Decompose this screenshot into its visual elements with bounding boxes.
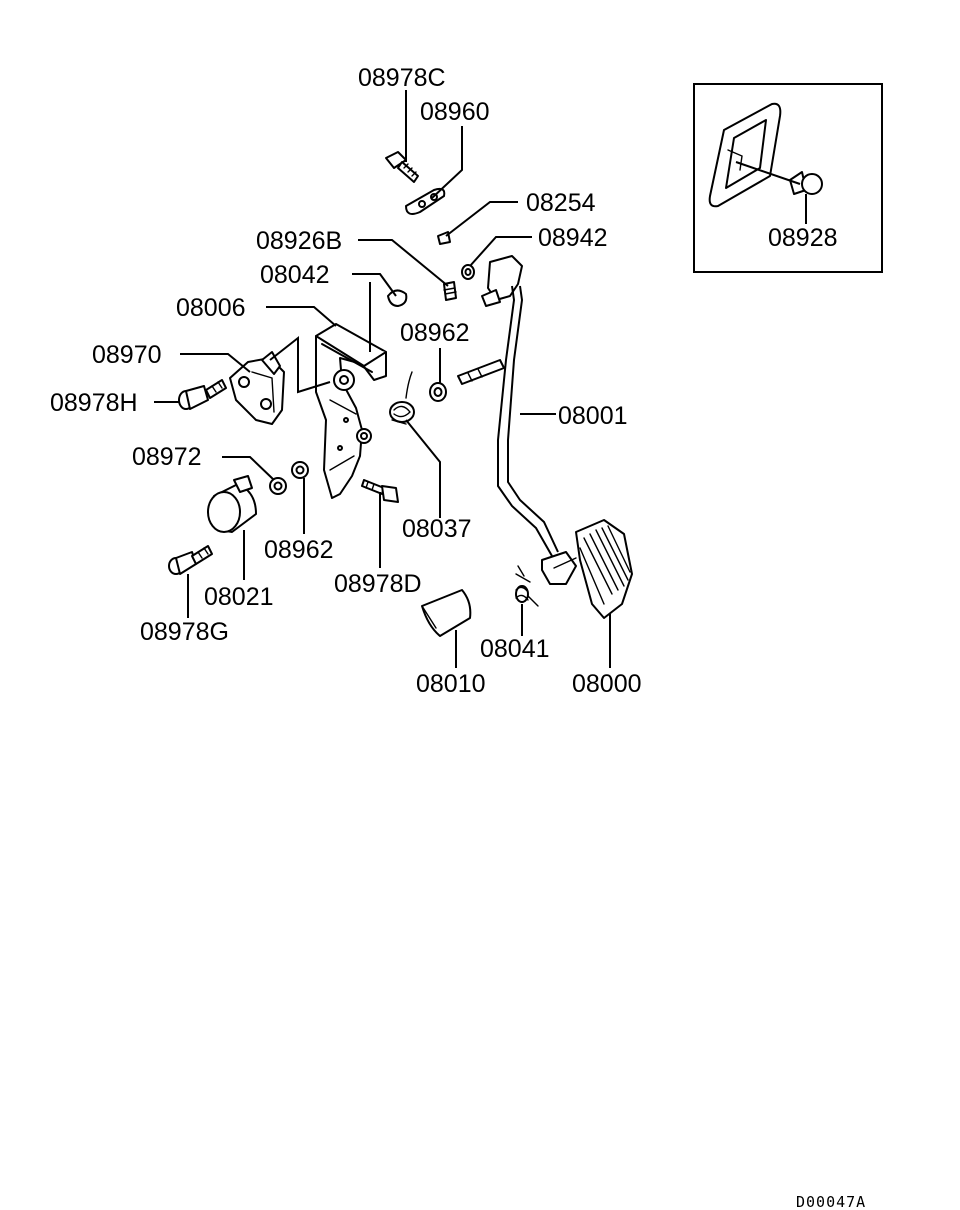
bolt-08978c-drawing	[385, 151, 419, 183]
label-08000: 08000	[572, 670, 642, 698]
cover-08010-drawing	[421, 589, 472, 637]
label-08978h: 08978H	[50, 389, 138, 417]
label-08010: 08010	[416, 670, 486, 698]
washer-08972-drawing	[269, 477, 287, 495]
label-08978g: 08978G	[140, 618, 229, 646]
label-08970: 08970	[92, 341, 162, 369]
label-08962-lower: 08962	[264, 536, 334, 564]
bolt-08978g-drawing	[168, 545, 213, 575]
leader-08006	[266, 306, 337, 327]
label-08942: 08942	[538, 224, 608, 252]
label-08926b: 08926B	[256, 227, 342, 255]
leader-08970-b	[269, 335, 331, 394]
leader-08037	[405, 419, 441, 518]
bushing-08962-lower-drawing	[291, 461, 309, 479]
clip-08928-drawing	[789, 171, 823, 195]
bushing-08962-upper-drawing	[429, 382, 447, 402]
leader-08254	[445, 201, 518, 237]
label-08037: 08037	[402, 515, 472, 543]
sensor-08970-drawing	[229, 351, 285, 425]
washer-08942-drawing	[461, 264, 475, 280]
leader-lines	[154, 90, 807, 668]
leader-08942	[469, 236, 532, 267]
label-08006: 08006	[176, 294, 246, 322]
label-08001: 08001	[558, 402, 628, 430]
cap-08042-drawing	[387, 289, 408, 307]
label-08021: 08021	[204, 583, 274, 611]
label-08928: 08928	[768, 224, 838, 252]
label-08254: 08254	[526, 189, 596, 217]
part-labels: 08978C 08960 08254 08926B 08942 08042 08…	[50, 64, 838, 698]
label-08962-upper: 08962	[400, 319, 470, 347]
bracket-08006-drawing	[315, 323, 387, 499]
inset-panel-drawing	[708, 102, 782, 208]
spring-08037-drawing	[389, 371, 415, 425]
return-spring-08041-drawing	[515, 565, 539, 607]
damper-08021-drawing	[207, 475, 257, 533]
leader-08960	[431, 126, 463, 199]
pivot-pin-drawing	[457, 359, 505, 385]
label-08042: 08042	[260, 261, 330, 289]
diagram-code: D00047A	[796, 1193, 866, 1210]
label-08978d: 08978D	[334, 570, 422, 598]
label-08978c: 08978C	[358, 64, 446, 92]
pedal-pad-08000-drawing	[575, 519, 633, 619]
bolt-08978h-drawing	[178, 379, 227, 410]
label-08041: 08041	[480, 635, 550, 663]
leader-08928-b	[735, 161, 801, 185]
leader-08926b	[358, 239, 449, 287]
label-08972: 08972	[132, 443, 202, 471]
leader-08970	[180, 353, 251, 373]
leader-08972	[222, 456, 275, 481]
leader-08042	[352, 273, 397, 297]
bolt-08926b-drawing	[443, 281, 457, 301]
bolt-08978d-drawing	[361, 479, 399, 503]
label-08960: 08960	[420, 98, 490, 126]
pedal-arm-08001-drawing	[481, 255, 577, 585]
